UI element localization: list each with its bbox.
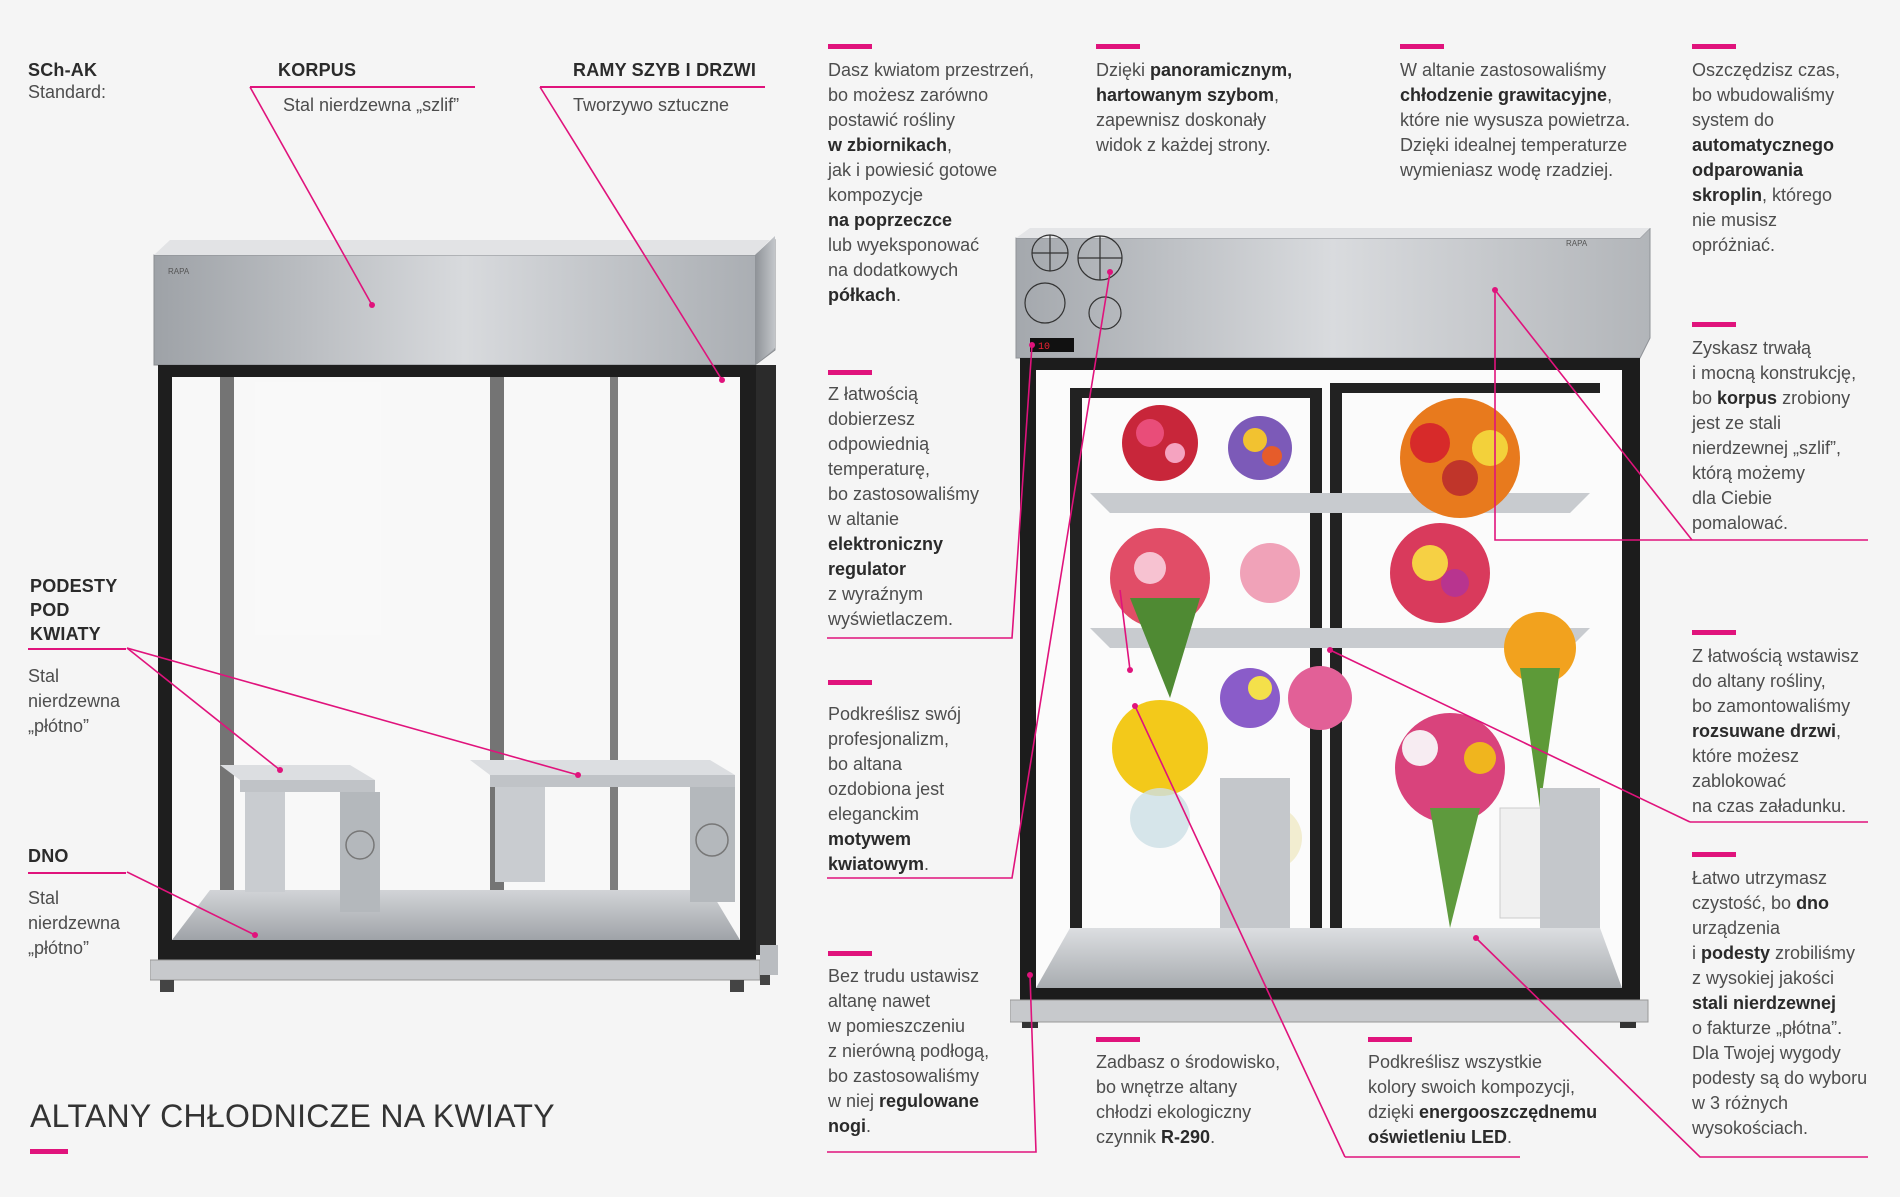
- accent-bar-12: [1368, 1037, 1412, 1042]
- korpus-desc: Stal nierdzewna „szlif”: [283, 95, 460, 115]
- accent-bar-7: [1692, 44, 1736, 49]
- ramy-desc: Tworzywo sztuczne: [573, 95, 730, 115]
- accent-bar-5: [1096, 44, 1140, 49]
- title-accent-bar: [30, 1149, 68, 1154]
- feature-cooling: W altanie zastosowaliśmy chłodzenie graw…: [1400, 60, 1631, 180]
- accent-bar-9: [1692, 630, 1736, 635]
- cabinet-empty-illustration: RAPA: [150, 236, 778, 992]
- korpus-underline: [250, 86, 475, 88]
- standard-label: Standard:: [28, 82, 107, 102]
- podesty-title: PODESTY POD KWIATY: [30, 576, 118, 644]
- accent-bar-6: [1400, 44, 1444, 49]
- korpus-title: KORPUS: [278, 60, 357, 80]
- feature-space: Dasz kwiatom przestrzeń,bo możesz zarówn…: [828, 60, 1035, 305]
- model-name: SCh-AK: [28, 60, 98, 80]
- brand-logo-left: RAPA: [168, 267, 190, 276]
- accent-bar-10: [1692, 852, 1736, 857]
- accent-bar-8: [1692, 322, 1736, 327]
- cabinet-flowers-illustration: RAPA 10: [1010, 228, 1651, 1028]
- podesty-desc: Stal nierdzewna „płótno”: [28, 666, 121, 736]
- feature-glass: Dzięki panoramicznym, hartowanym szybom,…: [1096, 60, 1293, 155]
- podesty-underline: [28, 648, 126, 650]
- dno-underline: [28, 872, 126, 874]
- accent-bar-1: [828, 44, 872, 49]
- feature-cleaning: Łatwo utrzymasz czystość, bo dno urządze…: [1692, 868, 1868, 1138]
- ramy-title: RAMY SZYB I DRZWI: [573, 60, 757, 80]
- dno-title: DNO: [28, 846, 69, 866]
- page-title: ALTANY CHŁODNICZE NA KWIATY: [30, 1098, 555, 1134]
- brand-logo-right: RAPA: [1566, 239, 1588, 248]
- ramy-underline: [540, 86, 765, 88]
- controller-reading: 10: [1038, 342, 1050, 353]
- dno-desc: Stal nierdzewna „płótno”: [28, 888, 121, 958]
- accent-bar-2: [828, 370, 872, 375]
- accent-bar-3: [828, 680, 872, 685]
- controller-display: [1030, 338, 1074, 352]
- accent-bar-4: [828, 951, 872, 956]
- accent-bar-11: [1096, 1037, 1140, 1042]
